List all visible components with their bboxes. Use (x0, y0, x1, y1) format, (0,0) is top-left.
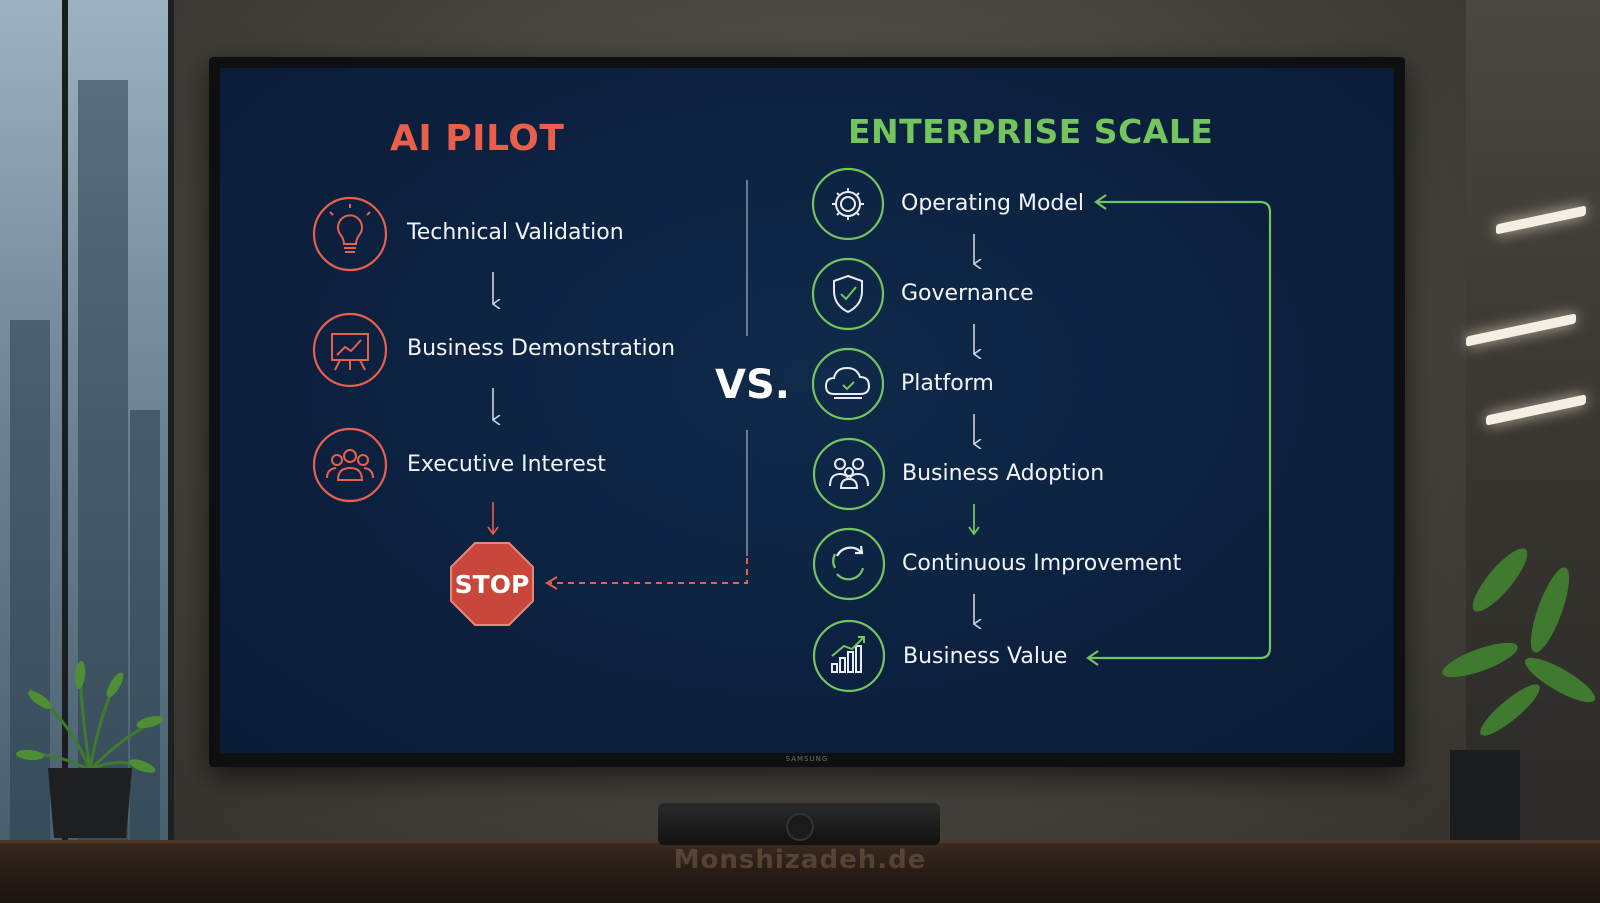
tv-brand-logo: SAMSUNG (785, 755, 829, 763)
scale-step-6 (812, 619, 886, 693)
dashed-arrowhead (545, 576, 558, 590)
pilot-step-3 (312, 427, 388, 503)
pilot-title: AI PILOT (390, 118, 565, 159)
scale-step-5 (812, 527, 886, 601)
pilot-arrow-3-head (487, 526, 499, 536)
scale-step-4-label: Business Adoption (902, 461, 1105, 486)
enterprise-title: ENTERPRISE SCALE (848, 112, 1214, 151)
pilot-step-1 (312, 196, 388, 272)
feedback-loop-line (1088, 200, 1272, 660)
pilot-step-3-label: Executive Interest (407, 452, 606, 477)
potted-plant-left (16, 661, 164, 838)
pilot-step-2-label: Business Demonstration (407, 336, 676, 361)
scale-step-3-label: Platform (901, 371, 994, 396)
presentation-chart-icon (331, 333, 369, 371)
watermark: Monshizadeh.de (673, 845, 927, 875)
scale-step-4 (812, 437, 886, 511)
stop-label: STOP (454, 570, 530, 599)
stop-sign (450, 542, 534, 626)
shield-check-icon (833, 274, 863, 314)
pilot-step-1-label: Technical Validation (407, 220, 624, 245)
lightbulb-icon (329, 204, 371, 253)
soundbar-camera (658, 803, 940, 845)
scale-step-5-label: Continuous Improvement (902, 551, 1182, 576)
ceiling-light (1496, 205, 1586, 235)
tv-screen: AI PILOT ENTERPRISE SCALE VS. Technical … (220, 68, 1394, 753)
scale-step-3 (811, 347, 885, 421)
people-group-icon (326, 449, 374, 481)
ceiling-light (1486, 394, 1586, 426)
feedback-arrowhead-bottom (1086, 650, 1099, 666)
vs-label: VS. (715, 362, 790, 408)
gear-icon (832, 188, 864, 220)
scale-step-6-label: Business Value (903, 644, 1068, 669)
diagram-canvas (312, 167, 1272, 693)
window-mullion (62, 0, 68, 840)
growth-chart-icon (831, 636, 865, 673)
ceiling-light (1466, 313, 1576, 347)
scale-step-1 (811, 167, 885, 241)
feedback-arrowhead-top (1094, 194, 1107, 210)
camera-lens (786, 813, 814, 841)
scale-step-1-label: Operating Model (901, 191, 1085, 216)
cycle-arrows-icon (832, 545, 865, 581)
dashed-arrow-to-stop (550, 558, 748, 584)
potted-plant-right (1442, 548, 1596, 840)
scale-arrow-4-head (968, 526, 980, 536)
people-group-icon (829, 458, 869, 489)
scale-step-2-label: Governance (901, 281, 1034, 306)
scale-step-2 (811, 257, 885, 331)
cloud-icon (824, 366, 871, 399)
pilot-step-2 (312, 312, 388, 388)
